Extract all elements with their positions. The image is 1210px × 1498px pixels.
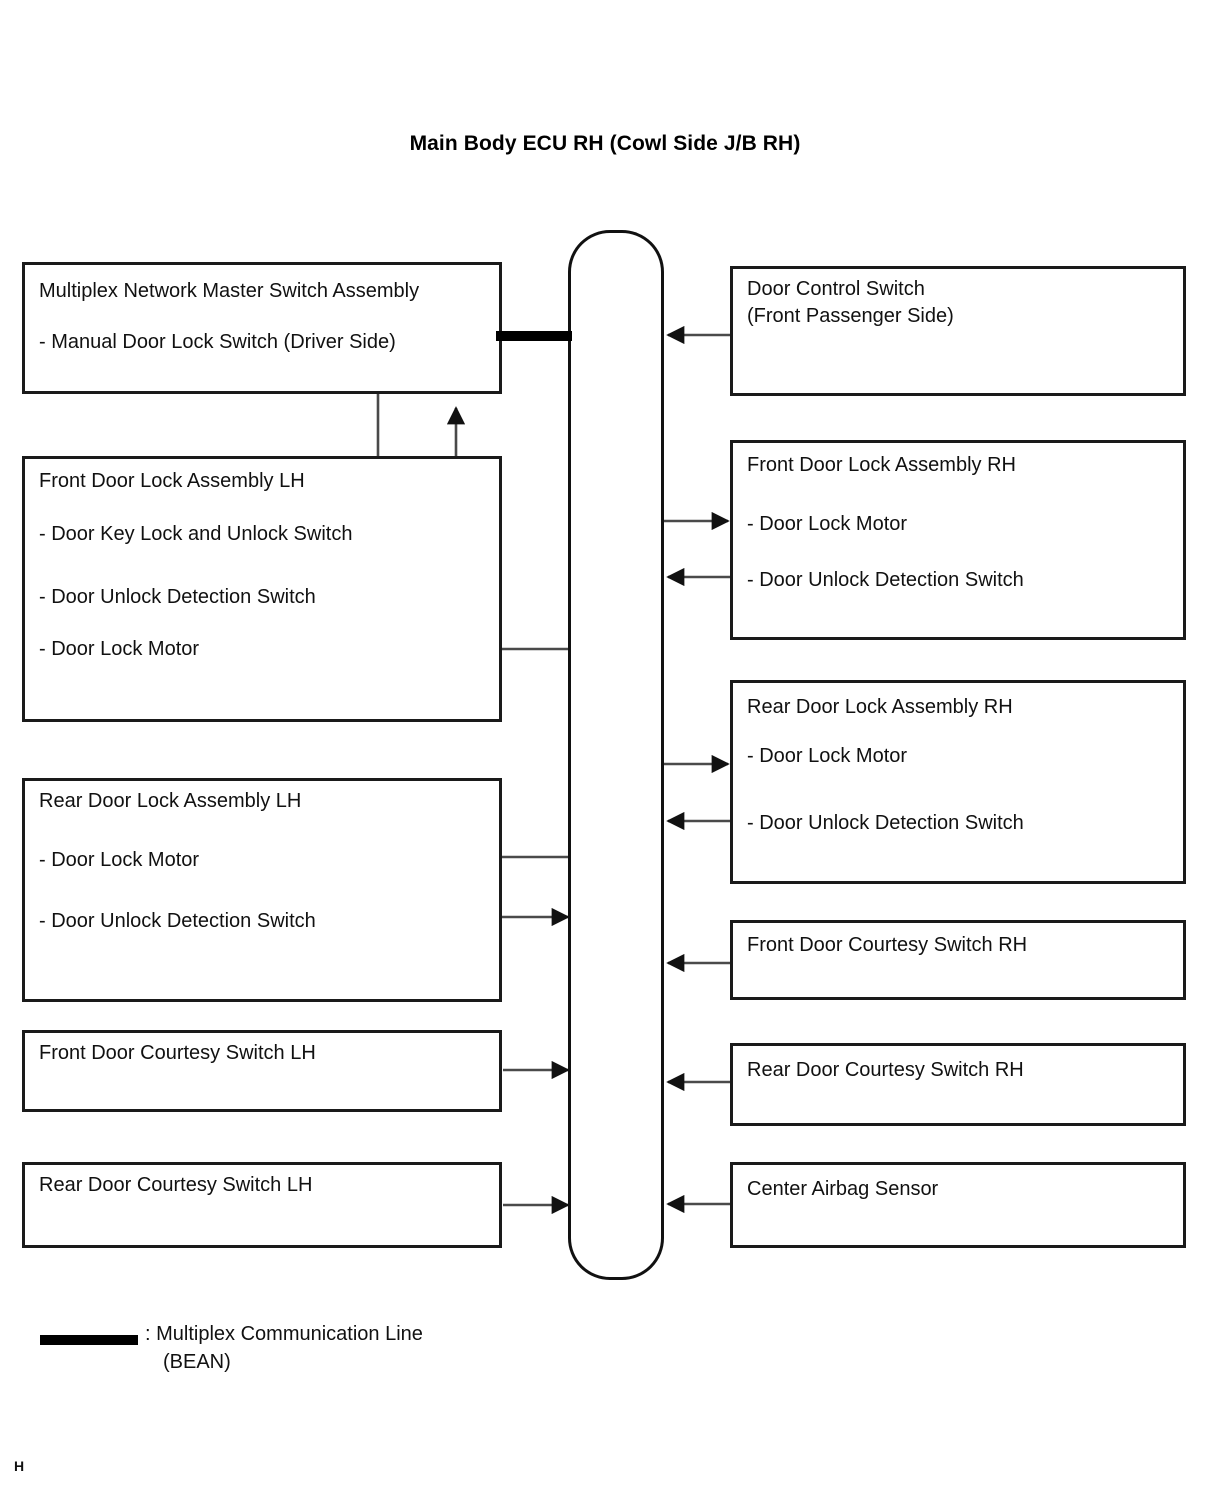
node-title: Front Door Lock Assembly LH	[39, 470, 305, 492]
node-front-door-lock-assembly-lh[interactable]: Front Door Lock Assembly LH - Door Key L…	[22, 456, 502, 722]
node-rear-door-lock-assembly-lh[interactable]: Rear Door Lock Assembly LH - Door Lock M…	[22, 778, 502, 1002]
node-title: Front Door Courtesy Switch LH	[39, 1042, 316, 1064]
node-center-airbag-sensor[interactable]: Center Airbag Sensor	[730, 1162, 1186, 1248]
node-item: - Door Key Lock and Unlock Switch	[39, 523, 353, 545]
node-title: Rear Door Courtesy Switch LH	[39, 1174, 313, 1196]
node-title: Front Door Courtesy Switch RH	[747, 934, 1028, 956]
node-door-control-switch-front-passenger-side[interactable]: Door Control Switch (Front Passenger Sid…	[730, 266, 1186, 396]
page-title: Main Body ECU RH (Cowl Side J/B RH)	[409, 132, 801, 155]
node-title: Center Airbag Sensor	[747, 1178, 939, 1200]
node-title: Rear Door Lock Assembly LH	[39, 790, 302, 812]
node-title: Rear Door Lock Assembly RH	[747, 696, 1013, 718]
node-item: - Door Lock Motor	[39, 849, 200, 871]
node-item: - Door Unlock Detection Switch	[747, 812, 1024, 834]
node-item: - Door Unlock Detection Switch	[747, 569, 1024, 591]
node-front-door-courtesy-switch-lh[interactable]: Front Door Courtesy Switch LH	[22, 1030, 502, 1112]
node-item: - Manual Door Lock Switch (Driver Side)	[39, 331, 396, 353]
node-rear-door-courtesy-switch-rh[interactable]: Rear Door Courtesy Switch RH	[730, 1043, 1186, 1126]
node-title: Front Door Lock Assembly RH	[747, 454, 1016, 476]
page-footer-mark: H	[14, 1458, 25, 1474]
legend-label-line-1: : Multiplex Communication Line	[145, 1323, 423, 1345]
node-item: - Door Unlock Detection Switch	[39, 910, 316, 932]
bean-line-swatch-icon	[40, 1335, 138, 1345]
node-item: - Door Lock Motor	[39, 638, 200, 660]
node-item: - Door Lock Motor	[747, 745, 908, 767]
node-item: - Door Lock Motor	[747, 513, 908, 535]
node-title: Door Control Switch	[747, 278, 925, 300]
node-rear-door-lock-assembly-rh[interactable]: Rear Door Lock Assembly RH - Door Lock M…	[730, 680, 1186, 884]
node-title: Multiplex Network Master Switch Assembly	[39, 280, 420, 302]
node-item: - Door Unlock Detection Switch	[39, 586, 316, 608]
node-title: Rear Door Courtesy Switch RH	[747, 1059, 1024, 1081]
node-subtitle: (Front Passenger Side)	[747, 305, 954, 327]
node-rear-door-courtesy-switch-lh[interactable]: Rear Door Courtesy Switch LH	[22, 1162, 502, 1248]
legend-label-line-2: (BEAN)	[163, 1351, 231, 1373]
node-front-door-courtesy-switch-rh[interactable]: Front Door Courtesy Switch RH	[730, 920, 1186, 1000]
main-body-ecu-rh-bus[interactable]	[568, 230, 664, 1280]
node-multiplex-network-master-switch-assembly[interactable]: Multiplex Network Master Switch Assembly…	[22, 262, 502, 394]
node-front-door-lock-assembly-rh[interactable]: Front Door Lock Assembly RH - Door Lock …	[730, 440, 1186, 640]
